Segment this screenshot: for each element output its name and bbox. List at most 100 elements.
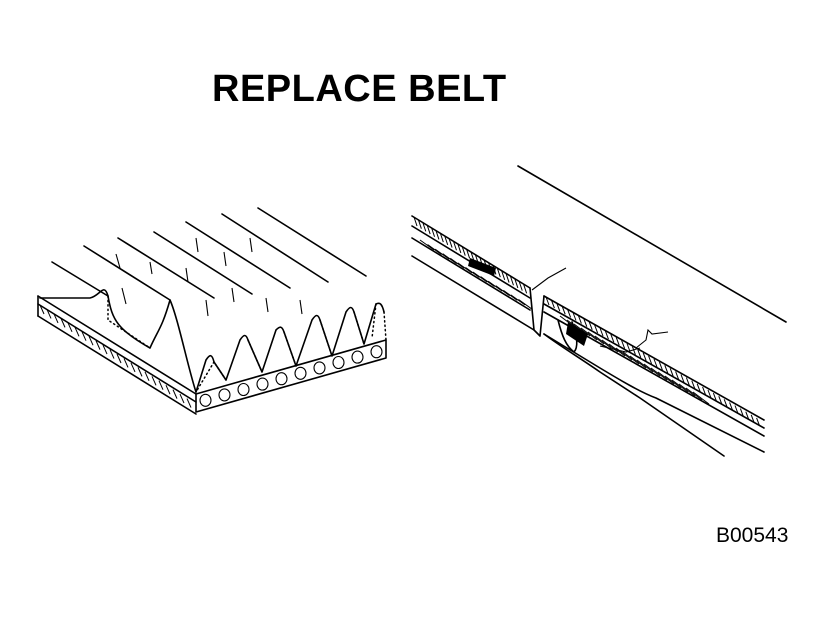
hatch-line xyxy=(95,340,101,350)
hatch-line xyxy=(422,222,427,232)
hatch-line xyxy=(109,349,115,359)
ribbed-belt-drawing xyxy=(37,207,387,415)
hatch-line xyxy=(594,335,612,349)
hatch-line xyxy=(144,371,150,382)
hatch-line xyxy=(556,303,561,312)
hatch-line xyxy=(745,411,750,420)
hatch-line xyxy=(137,367,143,377)
hatch-line xyxy=(621,340,626,349)
hatch-line xyxy=(186,398,192,408)
hatch-line xyxy=(151,376,157,386)
hatch-line xyxy=(495,285,511,297)
belt-cord xyxy=(275,372,288,386)
hatch-line xyxy=(452,241,457,251)
hatch-line xyxy=(594,324,599,334)
hatch-line xyxy=(442,253,458,265)
hatch-line xyxy=(480,276,495,287)
hatch-line xyxy=(39,304,45,315)
hatch-line xyxy=(466,249,471,259)
hatch-line xyxy=(675,371,680,380)
hatch-line xyxy=(487,280,503,292)
hatch-line xyxy=(567,309,572,318)
hatch-line xyxy=(116,353,122,364)
hatch-line xyxy=(626,343,631,352)
hatch-line xyxy=(514,278,519,289)
hatch-line xyxy=(671,379,689,393)
hatch-line xyxy=(550,299,555,309)
hatch-line xyxy=(88,335,94,346)
hatch-line xyxy=(426,224,431,235)
hatch-line xyxy=(637,349,642,358)
hatch-line xyxy=(102,344,108,355)
belt-cord xyxy=(370,345,383,359)
hatch-line xyxy=(669,368,674,377)
hatch-line xyxy=(165,384,171,395)
belt-cord xyxy=(237,382,250,397)
hatch-line xyxy=(561,306,566,315)
hatch-line xyxy=(610,334,615,343)
hatch-line xyxy=(461,246,466,256)
belt-cord xyxy=(218,388,231,402)
hatch-line xyxy=(739,408,744,417)
hatch-line xyxy=(518,299,533,310)
hatch-line xyxy=(588,321,593,330)
hatch-line xyxy=(505,273,510,283)
hatch-line xyxy=(583,318,588,327)
hatch-line xyxy=(642,352,647,361)
belt-cord xyxy=(332,355,345,370)
belt-cord xyxy=(199,393,212,407)
figure-code: B00543 xyxy=(716,524,789,547)
hatch-line xyxy=(580,327,598,341)
hatch-line xyxy=(622,351,640,365)
hatch-line xyxy=(729,402,734,411)
hatch-line xyxy=(756,417,761,427)
hatch-line xyxy=(510,294,526,306)
hatch-line xyxy=(60,318,66,328)
hatch-line xyxy=(599,327,604,337)
hatch-line xyxy=(545,296,550,306)
hatch-line xyxy=(664,375,682,389)
hatch-line xyxy=(130,362,136,373)
hatch-line xyxy=(577,315,582,324)
hatch-line xyxy=(643,363,661,377)
hatch-line xyxy=(427,244,442,255)
hatch-line xyxy=(664,365,669,374)
worn-belt-drawing xyxy=(411,165,787,457)
hatch-line xyxy=(572,312,577,321)
hatch-line xyxy=(629,355,647,369)
hatch-line xyxy=(449,257,465,269)
hatch-line xyxy=(692,391,710,405)
hatch-line xyxy=(685,387,703,401)
hatch-line xyxy=(615,337,620,346)
hatch-line xyxy=(158,380,164,390)
hatch-line xyxy=(172,389,178,399)
hatch-line xyxy=(448,238,453,248)
hatch-line xyxy=(657,371,675,385)
hatch-line xyxy=(179,393,185,404)
diagram-title: REPLACE BELT xyxy=(212,68,507,110)
hatch-line xyxy=(518,281,523,291)
hatch-line xyxy=(648,355,653,365)
hatch-line xyxy=(53,313,59,324)
hatch-line xyxy=(502,289,518,301)
hatch-line xyxy=(413,216,418,227)
hatch-line xyxy=(439,232,444,243)
hatch-line xyxy=(457,262,473,274)
hatch-line xyxy=(472,271,488,283)
hatch-line xyxy=(723,399,728,408)
hatch-line xyxy=(678,383,696,397)
hatch-line xyxy=(685,377,690,386)
hatch-line xyxy=(523,284,528,294)
hatch-line xyxy=(444,235,449,246)
hatch-line xyxy=(419,239,435,251)
hatch-line xyxy=(653,358,658,368)
belt-cord xyxy=(256,377,269,391)
hatch-line xyxy=(46,309,52,319)
hatch-line xyxy=(67,322,73,333)
belt-cord xyxy=(294,366,307,380)
hatch-line xyxy=(712,392,717,402)
hatch-line xyxy=(636,359,654,373)
hatch-line xyxy=(680,374,685,383)
hatch-line xyxy=(707,389,712,399)
